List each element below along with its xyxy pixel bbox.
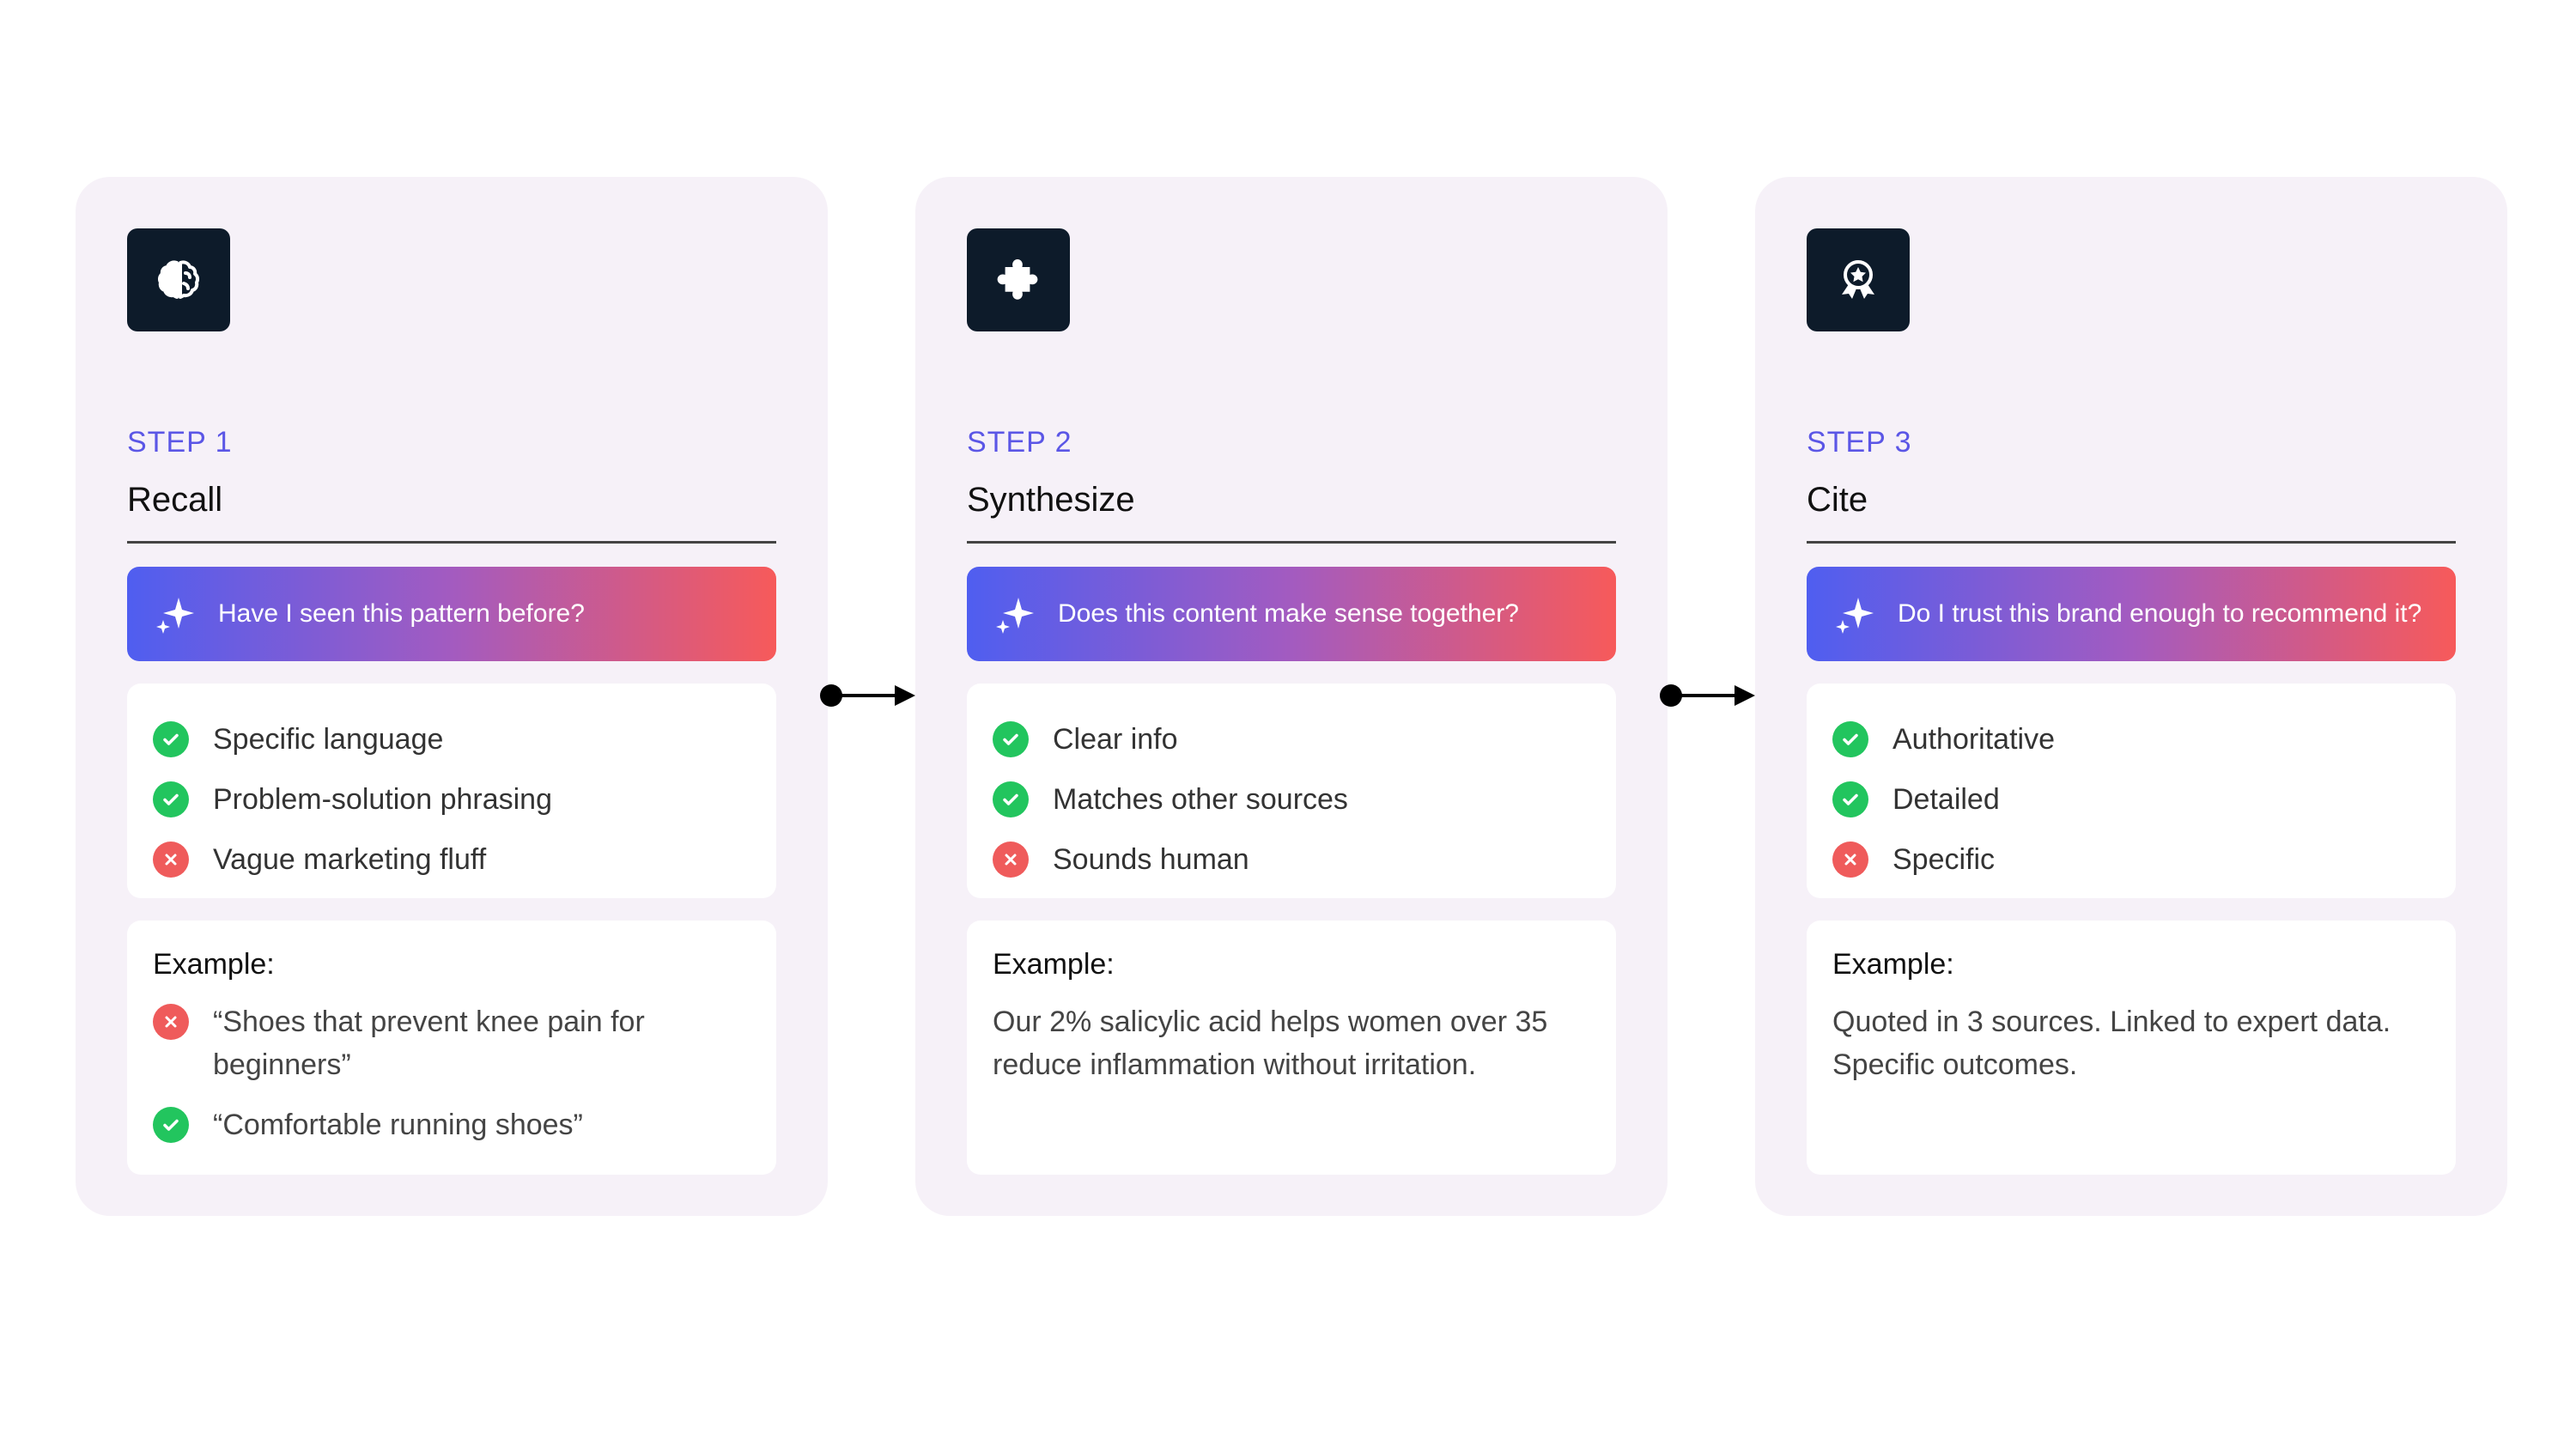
- sparkle-icon: [156, 598, 194, 634]
- question-text: Does this content make sense together?: [1058, 599, 1519, 628]
- cross-icon: [153, 1004, 189, 1040]
- award-badge-icon: [1807, 228, 1910, 331]
- check-icon: [153, 1107, 189, 1143]
- puzzle-icon: [967, 228, 1070, 331]
- divider: [967, 541, 1616, 544]
- arrow-connector: [1660, 684, 1755, 707]
- list-item: Specific language: [153, 709, 776, 769]
- list-item: Authoritative: [1832, 709, 2456, 769]
- criterion-text: Matches other sources: [1053, 782, 1348, 816]
- list-item: Detailed: [1832, 769, 2456, 829]
- check-icon: [153, 721, 189, 757]
- cross-icon: [1832, 842, 1868, 878]
- example-text: “Shoes that prevent knee pain for beginn…: [213, 1006, 645, 1081]
- list-item: Problem-solution phrasing: [153, 769, 776, 829]
- example-text: Our 2% salicylic acid helps women over 3…: [993, 1006, 1548, 1081]
- criterion-text: Specific language: [213, 722, 444, 756]
- step-title: Synthesize: [967, 481, 1135, 519]
- list-item: Sounds human: [993, 829, 1616, 890]
- criterion-text: Specific: [1893, 842, 1996, 876]
- step-title: Cite: [1807, 481, 1868, 519]
- example-text: “Comfortable running shoes”: [213, 1109, 583, 1141]
- question-text: Do I trust this brand enough to recommen…: [1898, 599, 2422, 628]
- list-item: Clear info: [993, 709, 1616, 769]
- step-title: Recall: [127, 481, 223, 519]
- example-title: Example:: [1832, 948, 1954, 981]
- example-text: Quoted in 3 sources. Linked to expert da…: [1832, 1006, 2391, 1081]
- brain-icon: [127, 228, 230, 331]
- example-item: “Comfortable running shoes”: [153, 1103, 750, 1146]
- criteria-list: Specific language Problem-solution phras…: [127, 684, 776, 898]
- sparkle-icon: [1836, 598, 1874, 634]
- criterion-text: Sounds human: [1053, 842, 1249, 876]
- cross-icon: [993, 842, 1029, 878]
- list-item: Matches other sources: [993, 769, 1616, 829]
- check-icon: [1832, 781, 1868, 817]
- example-item: “Shoes that prevent knee pain for beginn…: [153, 1000, 750, 1086]
- criterion-text: Authoritative: [1893, 722, 2055, 756]
- arrow-connector: [820, 684, 915, 707]
- check-icon: [993, 781, 1029, 817]
- step-label: STEP 1: [127, 426, 233, 459]
- example-box: Example: “Shoes that prevent knee pain f…: [127, 921, 776, 1175]
- question-banner: Does this content make sense together?: [967, 567, 1616, 661]
- question-banner: Have I seen this pattern before?: [127, 567, 776, 661]
- list-item: Vague marketing fluff: [153, 829, 776, 890]
- check-icon: [1832, 721, 1868, 757]
- criteria-list: Authoritative Detailed Specific: [1807, 684, 2456, 898]
- sparkle-icon: [996, 598, 1034, 634]
- criterion-text: Vague marketing fluff: [213, 842, 487, 876]
- cross-icon: [153, 842, 189, 878]
- criterion-text: Detailed: [1893, 782, 2000, 816]
- example-box: Example: Our 2% salicylic acid helps wom…: [967, 921, 1616, 1175]
- divider: [127, 541, 776, 544]
- step-label: STEP 2: [967, 426, 1072, 459]
- criterion-text: Clear info: [1053, 722, 1178, 756]
- divider: [1807, 541, 2456, 544]
- step-label: STEP 3: [1807, 426, 1912, 459]
- example-title: Example:: [153, 948, 275, 981]
- criterion-text: Problem-solution phrasing: [213, 782, 552, 816]
- step-card-recall: STEP 1 Recall Have I seen this pattern b…: [76, 177, 828, 1216]
- check-icon: [153, 781, 189, 817]
- criteria-list: Clear info Matches other sources Sounds …: [967, 684, 1616, 898]
- check-icon: [993, 721, 1029, 757]
- example-title: Example:: [993, 948, 1115, 981]
- step-card-synthesize: STEP 2 Synthesize Does this content make…: [915, 177, 1668, 1216]
- list-item: Specific: [1832, 829, 2456, 890]
- question-text: Have I seen this pattern before?: [218, 599, 585, 628]
- step-card-cite: STEP 3 Cite Do I trust this brand enough…: [1755, 177, 2507, 1216]
- example-box: Example: Quoted in 3 sources. Linked to …: [1807, 921, 2456, 1175]
- question-banner: Do I trust this brand enough to recommen…: [1807, 567, 2456, 661]
